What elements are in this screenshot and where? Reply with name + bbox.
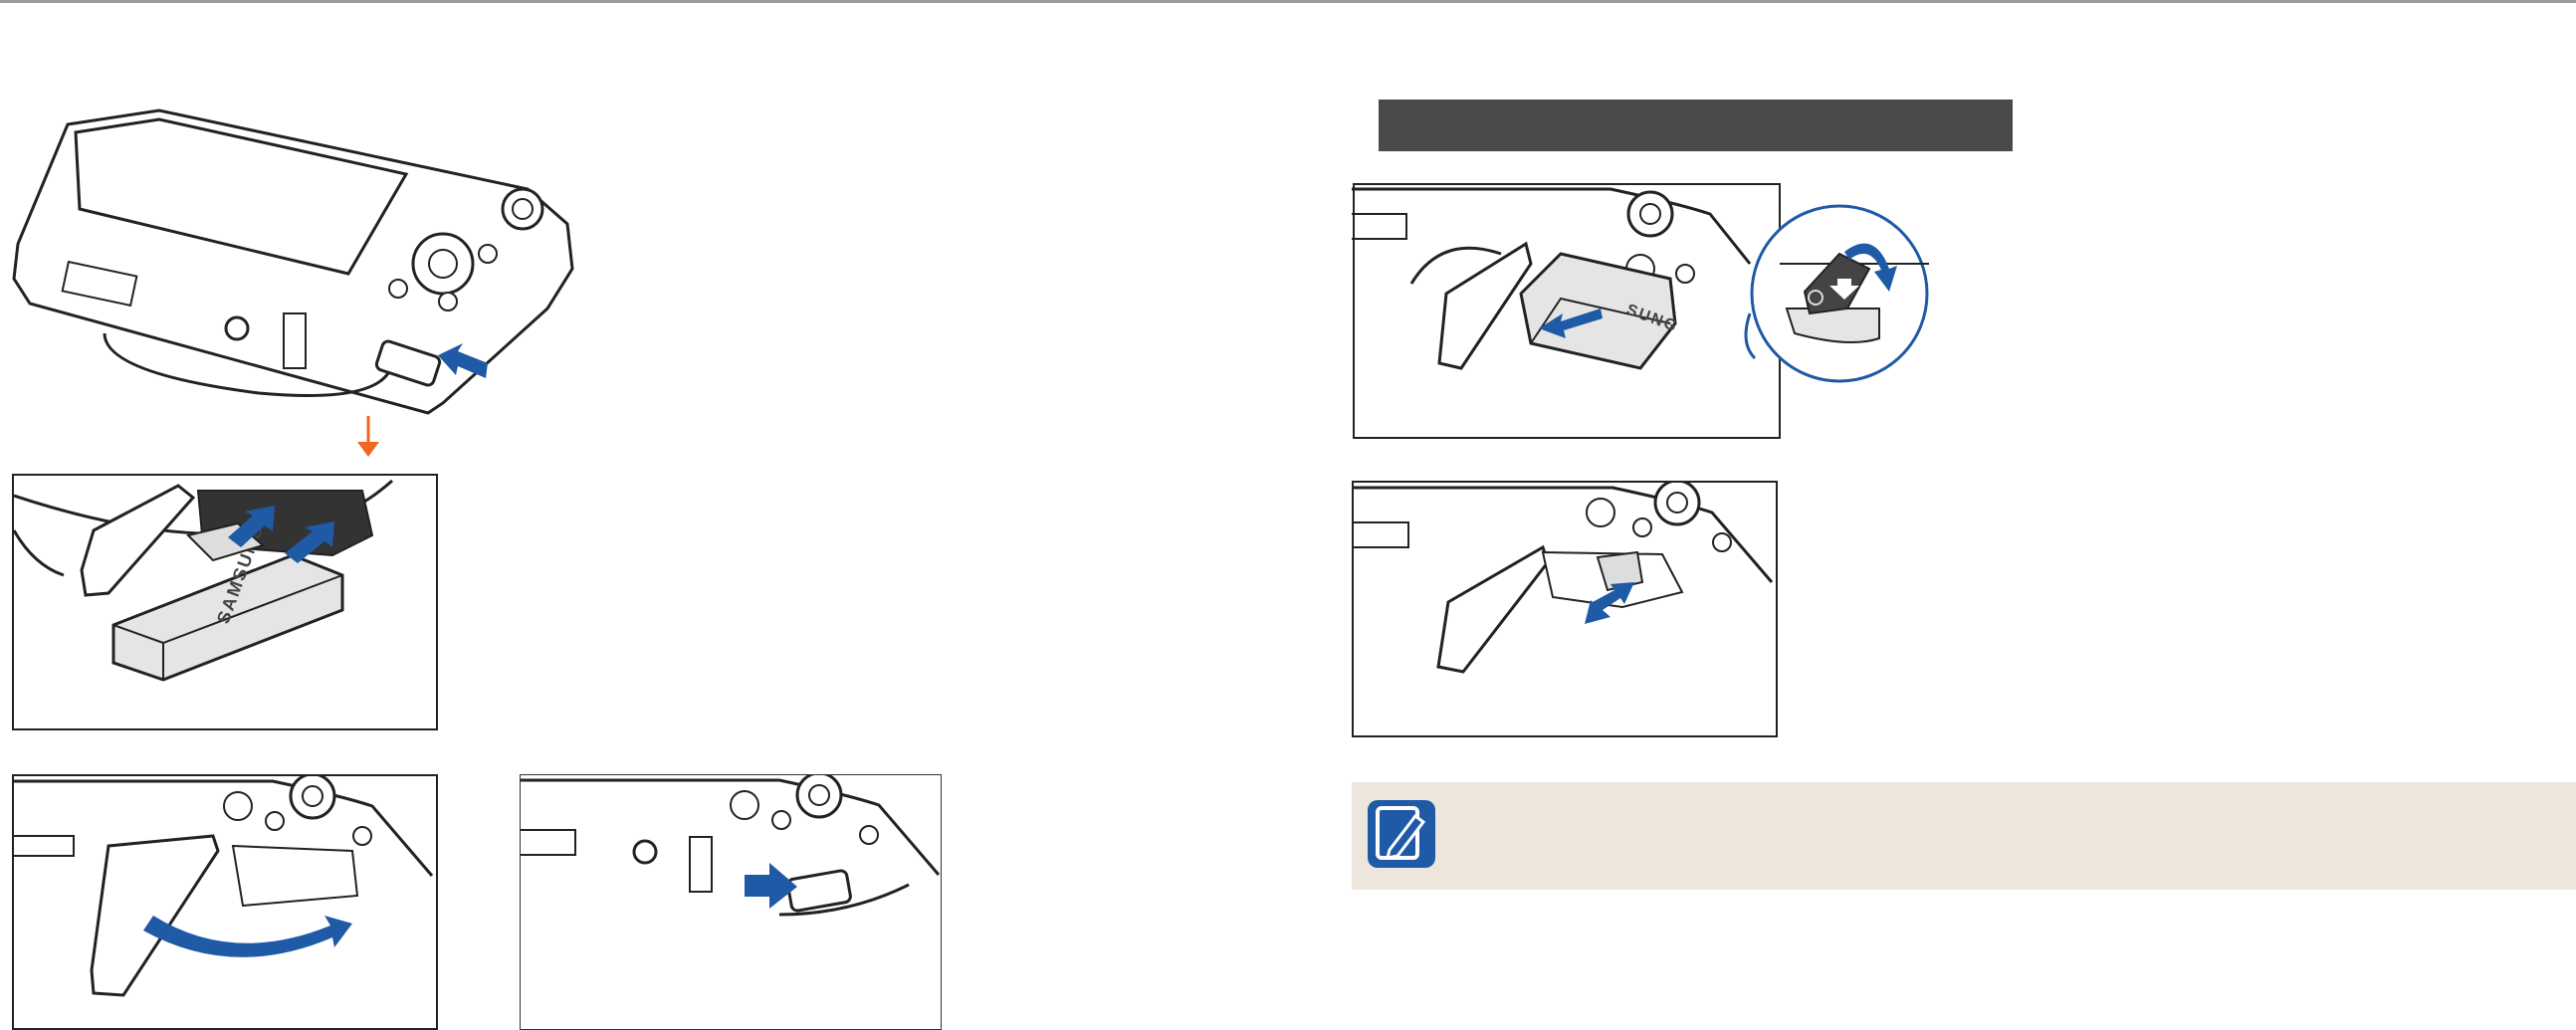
insert-battery-card-illustration: SAMSUNG	[12, 474, 438, 730]
remove-battery-illustration: SUNG	[1352, 174, 1959, 443]
lock-latch-illustration	[520, 774, 942, 1030]
arrow-down-icon	[353, 416, 383, 458]
note-pencil-icon	[1368, 800, 1435, 868]
top-rule	[0, 0, 2576, 3]
note-box	[1352, 782, 2576, 890]
close-door-illustration	[12, 774, 438, 1030]
remove-memory-card-illustration	[1352, 481, 1778, 737]
camera-open-latch-illustration	[10, 104, 592, 423]
section-header-bar	[1379, 100, 2013, 151]
